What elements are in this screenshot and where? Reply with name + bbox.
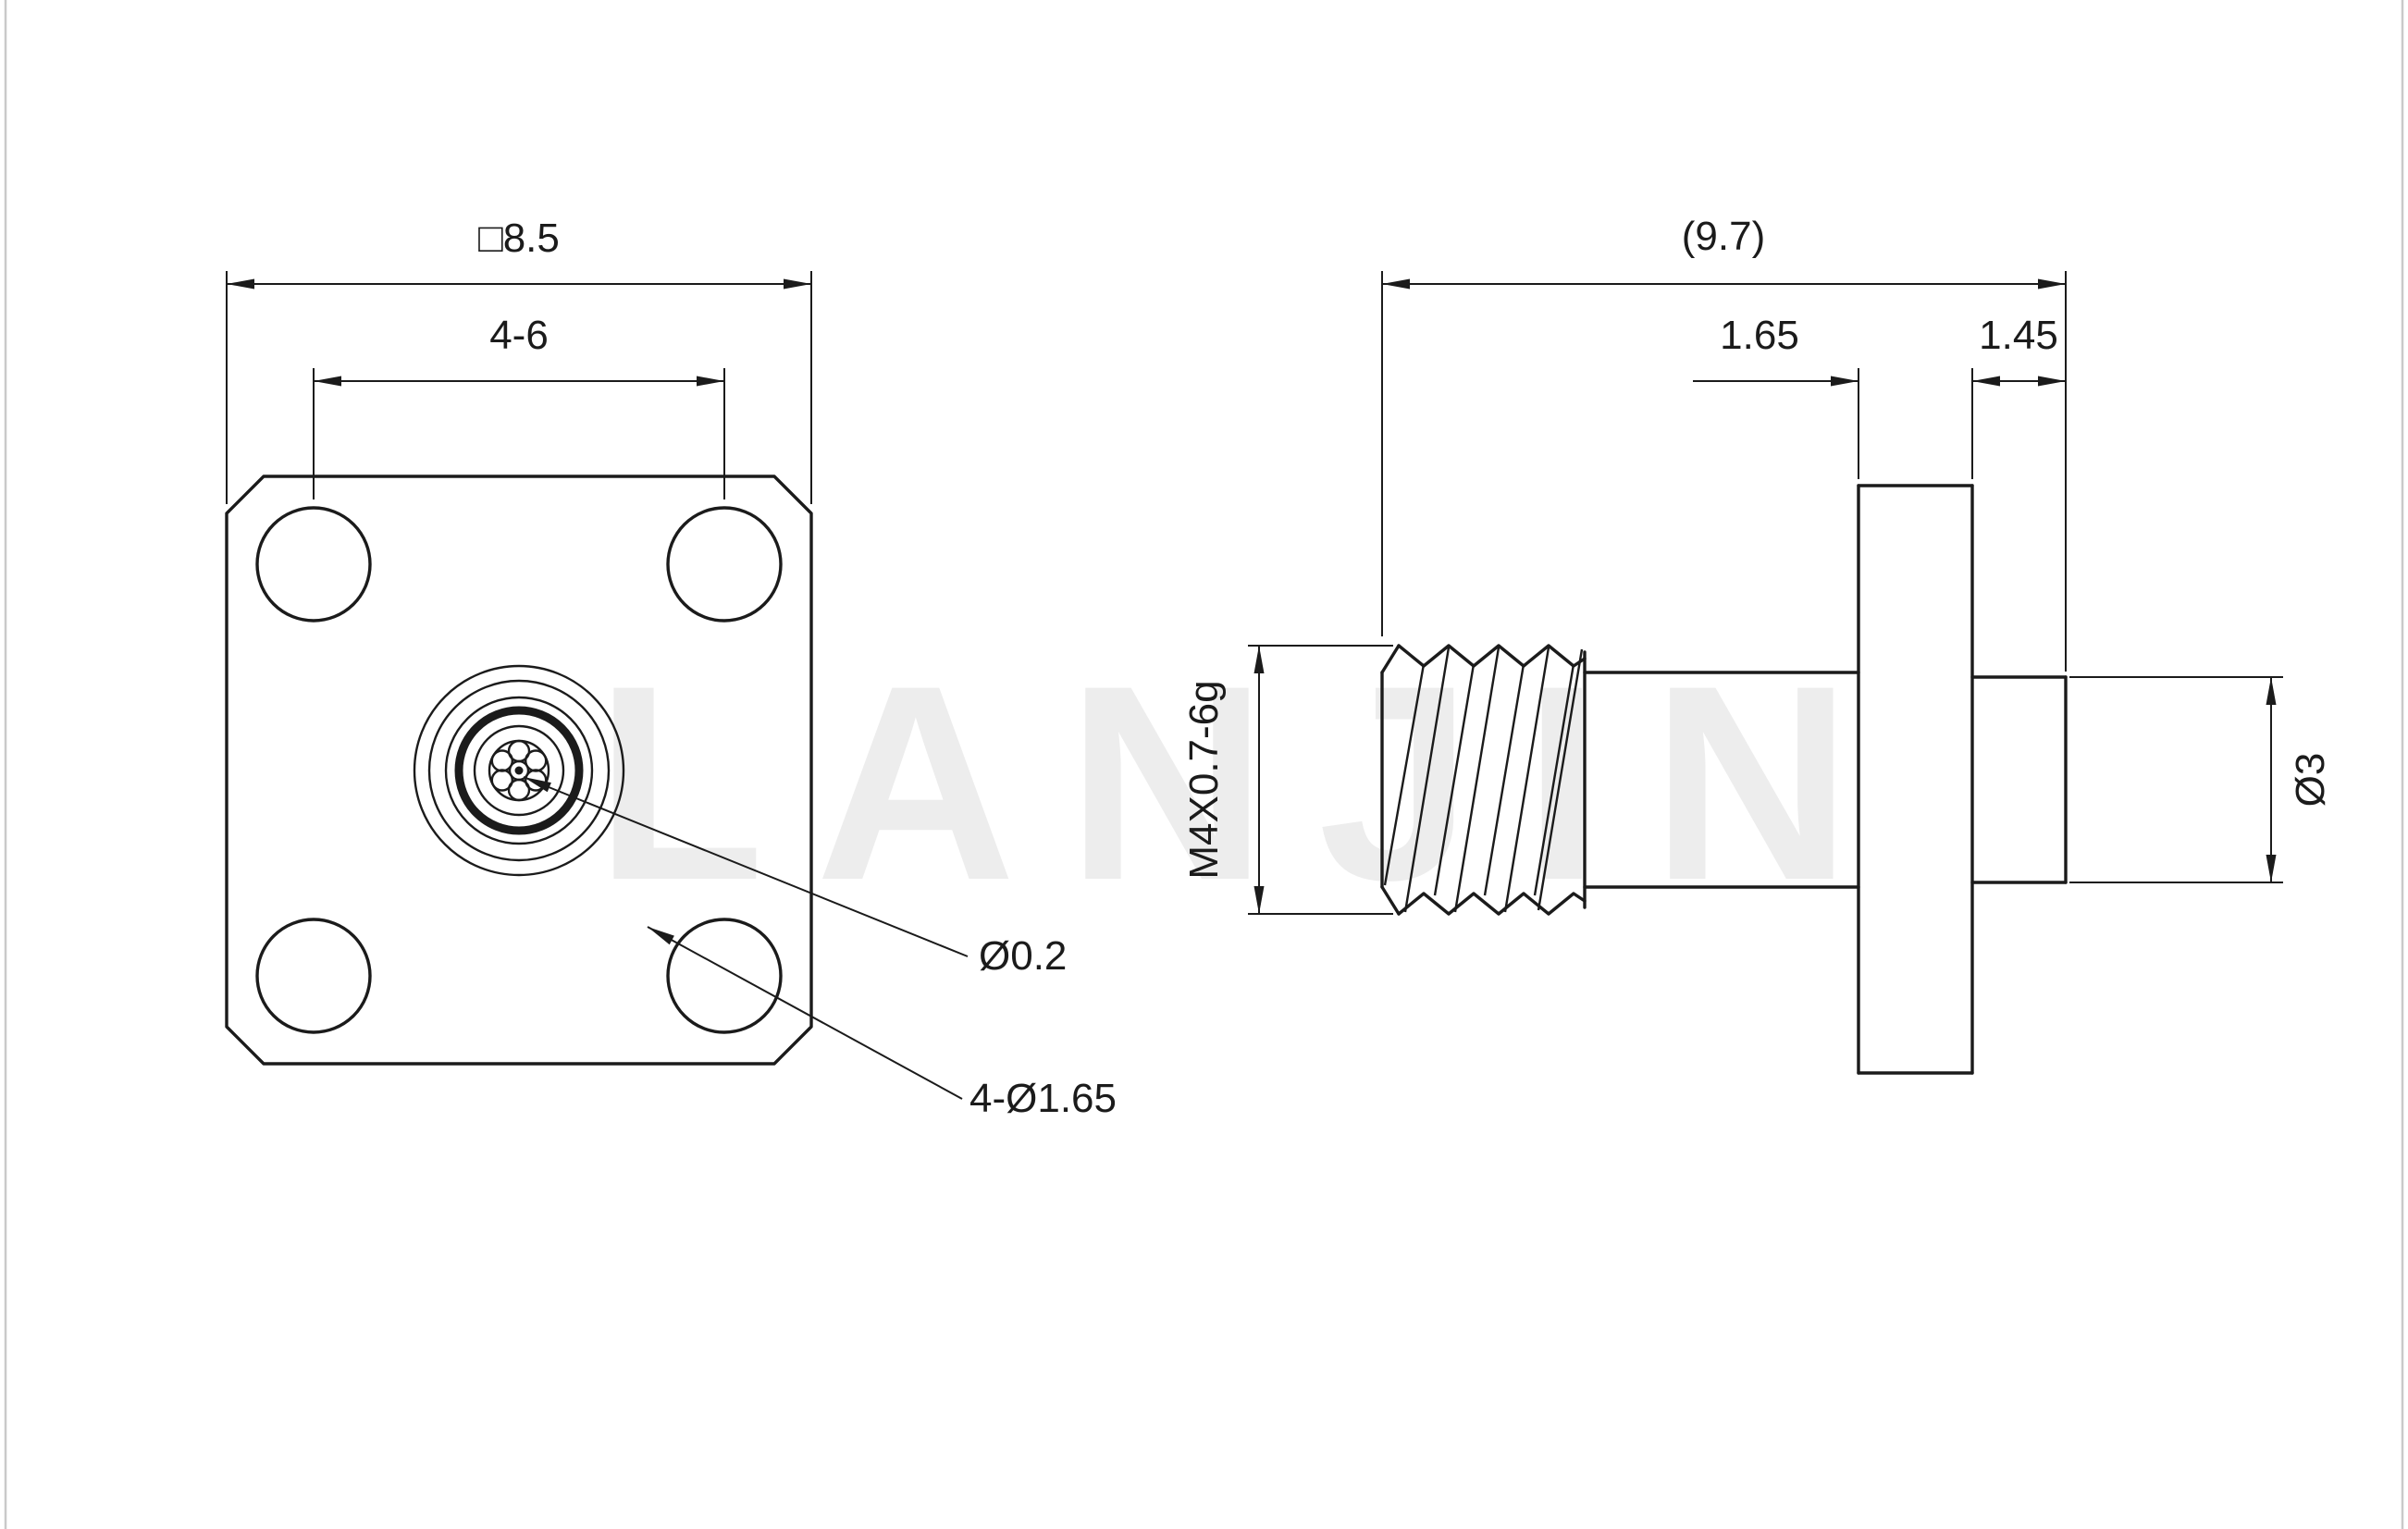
interface-ring-thick	[454, 706, 584, 835]
thread-helix-lines	[1383, 647, 1584, 913]
interface-ring	[427, 679, 611, 862]
mounting-hole	[666, 918, 783, 1034]
flange-outline	[225, 475, 813, 1066]
dim-flange-size: □8.5	[226, 216, 812, 504]
dim-label-flange-thickness: 1.65	[1720, 313, 1799, 358]
dim-flange-thickness: 1.65	[1693, 313, 2000, 479]
leader-mounting-holes: 4-Ø1.65	[647, 926, 1117, 1121]
body-cylinder	[1583, 671, 1860, 889]
dim-label-front-length: 1.45	[1979, 313, 2058, 358]
front-shaft	[1970, 675, 2068, 884]
thread-crests-top	[1397, 644, 1587, 668]
thread-crests-bottom	[1397, 892, 1587, 916]
dim-front-length: 1.45	[1972, 313, 2066, 387]
dim-overall-length: (9.7)	[1381, 214, 2067, 672]
interface-ring	[473, 724, 565, 817]
side-view: (9.7) 1.65 1.45 M4X0.7-6g	[1181, 214, 2333, 1075]
dim-shaft-diameter: Ø3	[2069, 676, 2333, 883]
mounting-hole	[255, 918, 372, 1034]
dim-label-pin-diameter: Ø0.2	[979, 933, 1067, 979]
interface-ring	[413, 664, 625, 877]
threaded-section	[1380, 644, 1587, 916]
dim-label-overall-length: (9.7)	[1682, 214, 1765, 259]
contact-slot	[525, 749, 548, 772]
mounting-hole	[666, 506, 783, 623]
dim-hole-spacing: 4-6	[313, 313, 725, 499]
dim-label-flange-size: □8.5	[478, 216, 560, 261]
front-view: □8.5 4-6 Ø0.2 4-Ø1.65	[225, 216, 1117, 1121]
connector-interface	[413, 664, 625, 877]
mounting-hole	[255, 506, 372, 623]
dim-label-mounting-holes: 4-Ø1.65	[969, 1076, 1117, 1121]
dim-thread-spec: M4X0.7-6g	[1181, 645, 1393, 915]
mounting-holes	[255, 506, 783, 1034]
interface-ring	[444, 696, 594, 845]
flange-side	[1857, 484, 1974, 1075]
contact-slot	[490, 749, 513, 772]
center-pin-outline	[508, 759, 530, 782]
center-pin	[514, 766, 524, 775]
dim-label-thread-spec: M4X0.7-6g	[1181, 680, 1227, 879]
dim-label-hole-spacing: 4-6	[489, 313, 549, 358]
dim-label-shaft-diameter: Ø3	[2288, 753, 2333, 808]
leader-pin-diameter: Ø0.2	[523, 776, 1067, 979]
